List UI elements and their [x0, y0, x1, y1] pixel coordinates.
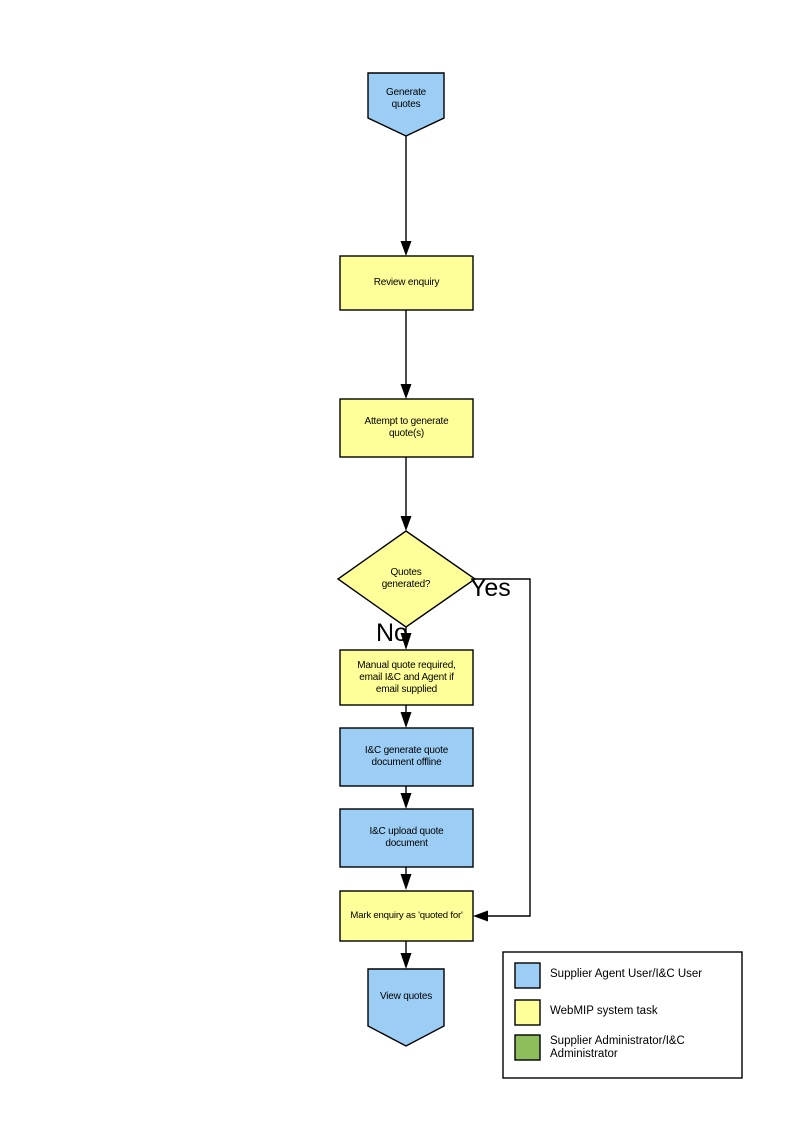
legend-label-1: WebMIP system task [550, 1005, 658, 1017]
edge-review-to-attempt [400, 310, 412, 399]
node-ic-generate-doc[interactable] [339, 727, 474, 787]
legend-label-2: Supplier Administrator/I&C Administrator [550, 1035, 685, 1060]
edge-label-yes: Yes [470, 574, 511, 602]
node-ic-upload-doc[interactable] [339, 808, 474, 868]
legend-label-0: Supplier Agent User/I&C User [550, 968, 703, 980]
edge-mark-to-view [400, 941, 412, 969]
edge-decision-yes-to-mark [473, 578, 531, 922]
legend-swatch-1 [514, 999, 541, 1026]
node-manual-quote[interactable] [339, 649, 474, 706]
edge-label-no: No [376, 619, 408, 647]
edge-generate-doc-to-upload [400, 786, 412, 809]
node-mark-quoted-for[interactable] [339, 890, 474, 942]
legend-swatch-2 [514, 1034, 541, 1061]
node-generate-quotes[interactable] [367, 72, 445, 137]
edge-decision-no-to-manual [400, 627, 412, 650]
legend-swatch-0 [514, 962, 541, 989]
node-review-enquiry[interactable] [339, 255, 474, 311]
edge-attempt-to-decision [400, 457, 412, 531]
node-attempt-generate[interactable] [339, 398, 474, 458]
node-quotes-generated[interactable] [336, 530, 477, 628]
edge-manual-to-generate-doc [400, 705, 412, 728]
legend-box [502, 951, 743, 1079]
node-view-quotes[interactable] [367, 968, 445, 1047]
edge-generate-to-review [400, 135, 412, 256]
edge-upload-to-mark [400, 867, 412, 890]
